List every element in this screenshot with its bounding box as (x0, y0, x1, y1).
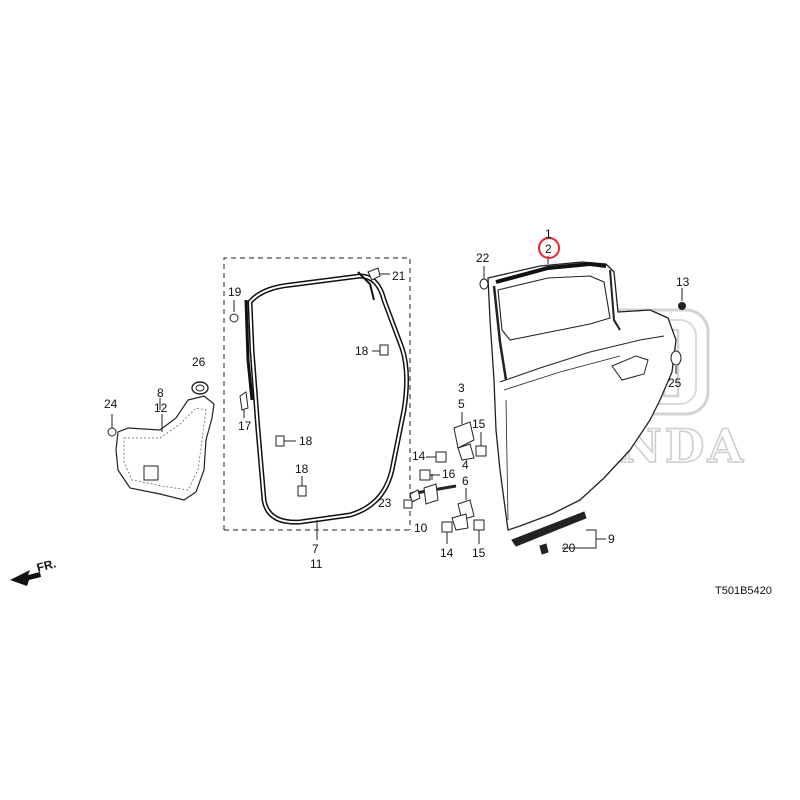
callout-16: 16 (442, 467, 456, 481)
callout-6: 6 (462, 474, 469, 488)
callout-17: 17 (238, 419, 252, 433)
clip-17 (239, 391, 249, 418)
clip-18-mid (275, 435, 296, 447)
callout-5: 5 (458, 397, 465, 411)
callout-21: 21 (392, 269, 406, 283)
callout-24: 24 (104, 397, 118, 411)
door-weatherstrip (244, 271, 410, 525)
callout-26: 26 (192, 355, 206, 369)
callout-13: 13 (676, 275, 690, 289)
weatherstrip-top-bar (495, 261, 607, 284)
clip-24 (107, 414, 117, 437)
callout-15-top: 15 (472, 417, 486, 431)
callout-20: 20 (562, 541, 576, 555)
diagram-code: T501B5420 (715, 585, 772, 597)
callout-23: 23 (378, 496, 392, 510)
callout-8: 8 (157, 386, 164, 400)
callout-18-top: 18 (355, 344, 369, 358)
grommet-26 (191, 381, 209, 395)
group-outline (223, 257, 411, 530)
rear-door-panel (487, 261, 677, 531)
direction-label: FR. (35, 556, 57, 575)
front-direction-arrow (10, 570, 41, 586)
door-checker (409, 474, 457, 505)
callout-10: 10 (414, 521, 428, 535)
hole-seal (115, 395, 215, 501)
callout-4: 4 (462, 458, 469, 472)
grommet-22 (479, 266, 489, 290)
lower-hinge (451, 488, 475, 531)
callout-7: 7 (312, 542, 319, 556)
callout-19: 19 (228, 285, 242, 299)
callout-9: 9 (608, 532, 615, 546)
bolts (403, 432, 487, 544)
callout-18-mid: 18 (299, 434, 313, 448)
upper-hinge (453, 412, 475, 461)
clip-21 (367, 267, 390, 281)
grommet-19 (229, 300, 239, 323)
callout-14-top: 14 (412, 449, 426, 463)
callout-1: 1 (545, 227, 552, 241)
plug-25 (670, 350, 682, 374)
callout-15-bottom: 15 (472, 546, 486, 560)
callout-14-bottom: 14 (440, 546, 454, 560)
clip-18-low (297, 476, 307, 497)
sill-molding (511, 511, 606, 555)
highlight-ring (538, 237, 560, 259)
callout-18-low: 18 (295, 462, 309, 476)
callout-25: 25 (668, 376, 682, 390)
cap-13 (678, 288, 686, 310)
callout-3: 3 (458, 381, 465, 395)
callout-12: 12 (154, 401, 168, 415)
callout-2: 2 (545, 242, 552, 256)
callout-11: 11 (310, 557, 323, 571)
callout-22: 22 (476, 251, 490, 265)
clip-18-top (372, 344, 389, 356)
